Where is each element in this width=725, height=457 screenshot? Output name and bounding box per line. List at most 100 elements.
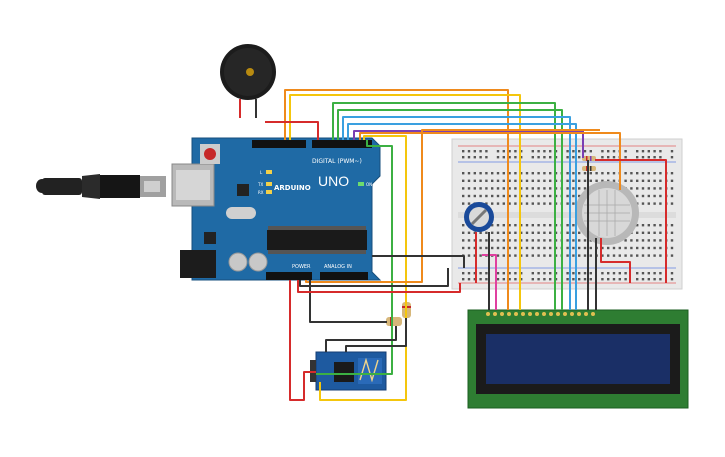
buzzer-icon bbox=[220, 44, 276, 118]
breadboard-hole bbox=[607, 246, 610, 250]
breadboard-hole bbox=[549, 278, 552, 281]
breadboard-hole bbox=[543, 272, 546, 275]
breadboard-hole bbox=[514, 194, 517, 198]
breadboard-hole bbox=[647, 187, 650, 190]
breadboard-hole bbox=[491, 194, 494, 198]
breadboard-hole bbox=[537, 254, 540, 257]
breadboard-hole bbox=[566, 246, 569, 250]
breadboard-hole bbox=[508, 187, 511, 190]
breadboard-hole bbox=[508, 224, 511, 227]
breadboard-hole bbox=[641, 239, 645, 242]
breadboard-hole bbox=[502, 172, 505, 175]
breadboard-hole bbox=[589, 254, 592, 257]
breadboard-hole bbox=[514, 156, 517, 159]
resistor-icon bbox=[386, 302, 411, 326]
breadboard-hole bbox=[641, 156, 645, 159]
breadboard-hole bbox=[612, 278, 616, 281]
breadboard-hole bbox=[624, 150, 627, 153]
breadboard-hole bbox=[525, 202, 529, 205]
on-label: ON bbox=[366, 182, 372, 187]
breadboard-hole bbox=[572, 187, 575, 190]
breadboard-hole bbox=[496, 239, 500, 242]
arduino-brand: ARDUINO bbox=[274, 184, 311, 192]
breadboard-hole bbox=[624, 172, 627, 175]
breadboard-hole bbox=[502, 254, 505, 257]
breadboard-hole bbox=[508, 150, 511, 153]
breadboard-hole bbox=[473, 187, 476, 190]
breadboard-hole bbox=[543, 179, 546, 182]
breadboard-hole bbox=[537, 278, 540, 281]
breadboard-hole bbox=[670, 194, 674, 198]
breadboard-hole bbox=[630, 179, 633, 182]
breadboard-hole bbox=[543, 239, 546, 242]
breadboard-hole bbox=[479, 187, 482, 190]
breadboard-hole bbox=[514, 239, 517, 242]
wire-red-5 bbox=[600, 238, 631, 283]
breadboard-hole bbox=[520, 272, 523, 275]
breadboard-hole bbox=[566, 172, 569, 175]
lcd-pin bbox=[549, 312, 553, 316]
breadboard-hole bbox=[531, 278, 534, 281]
breadboard-hole bbox=[659, 246, 662, 250]
breadboard-hole bbox=[612, 179, 616, 182]
breadboard-hole bbox=[578, 278, 581, 281]
breadboard-hole bbox=[572, 246, 575, 250]
breadboard-hole bbox=[520, 179, 523, 182]
breadboard-hole bbox=[543, 231, 546, 234]
breadboard-hole bbox=[624, 272, 627, 275]
breadboard-hole bbox=[520, 231, 523, 234]
breadboard-hole bbox=[670, 202, 674, 205]
breadboard-hole bbox=[618, 246, 621, 250]
breadboard-hole bbox=[659, 187, 662, 190]
wire-black-5 bbox=[325, 326, 397, 352]
breadboard-hole bbox=[485, 187, 488, 190]
breadboard-hole bbox=[572, 231, 575, 234]
breadboard-hole bbox=[491, 172, 494, 175]
breadboard-hole bbox=[624, 278, 627, 281]
breadboard-hole bbox=[636, 278, 639, 281]
wire-green-3 bbox=[316, 140, 393, 375]
breadboard-hole bbox=[537, 150, 540, 153]
breadboard-hole bbox=[670, 172, 674, 175]
lcd-pin bbox=[591, 312, 595, 316]
breadboard-hole bbox=[479, 156, 482, 159]
breadboard-hole bbox=[479, 150, 482, 153]
wire-red-3 bbox=[289, 280, 316, 401]
breadboard-hole bbox=[462, 187, 465, 190]
breadboard-hole bbox=[485, 179, 488, 182]
breadboard-hole bbox=[595, 179, 598, 182]
lcd-display bbox=[467, 309, 689, 409]
breadboard-hole bbox=[537, 172, 540, 175]
breadboard-hole bbox=[578, 172, 581, 175]
breadboard-hole bbox=[496, 172, 500, 175]
breadboard-hole bbox=[630, 172, 633, 175]
breadboard-hole bbox=[467, 179, 471, 182]
breadboard-hole bbox=[647, 239, 650, 242]
breadboard-hole bbox=[467, 272, 471, 275]
breadboard-hole bbox=[508, 278, 511, 281]
breadboard-hole bbox=[485, 239, 488, 242]
breadboard-hole bbox=[525, 224, 529, 227]
breadboard-hole bbox=[647, 150, 650, 153]
breadboard-hole bbox=[578, 179, 581, 182]
tx-label: TX bbox=[257, 182, 263, 187]
wire-black-1 bbox=[309, 280, 387, 323]
breadboard-hole bbox=[496, 278, 500, 281]
breadboard-hole bbox=[670, 246, 674, 250]
breadboard-hole bbox=[473, 172, 476, 175]
breadboard-hole bbox=[572, 150, 575, 153]
breadboard-hole bbox=[641, 187, 645, 190]
breadboard-hole bbox=[653, 224, 656, 227]
breadboard-hole bbox=[670, 239, 674, 242]
breadboard-hole bbox=[636, 150, 639, 153]
breadboard-hole bbox=[496, 254, 500, 257]
breadboard-hole bbox=[624, 179, 627, 182]
breadboard-hole bbox=[641, 172, 645, 175]
breadboard-hole bbox=[670, 156, 674, 159]
breadboard-hole bbox=[491, 179, 494, 182]
breadboard-hole bbox=[491, 187, 494, 190]
breadboard-hole bbox=[641, 202, 645, 205]
breadboard-hole bbox=[607, 150, 610, 153]
breadboard-hole bbox=[496, 187, 500, 190]
